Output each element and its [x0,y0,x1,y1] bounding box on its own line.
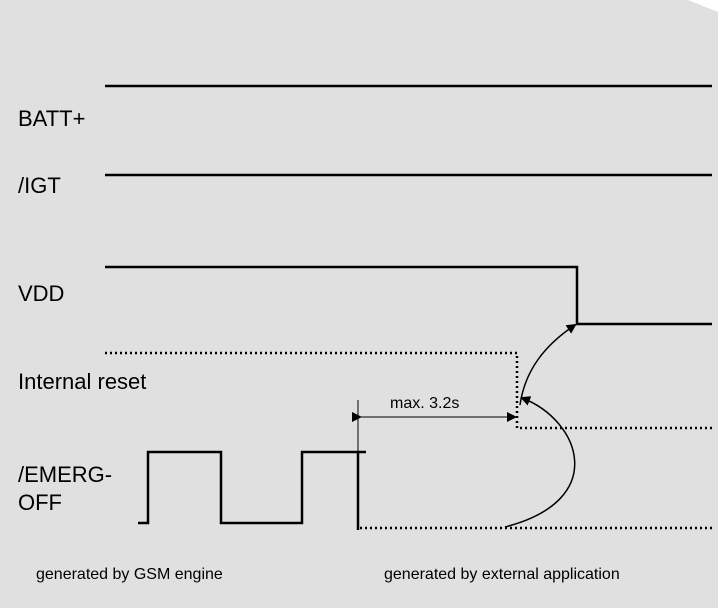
igt-label: /IGT [18,173,61,198]
internal-reset-label: Internal reset [18,369,146,394]
footnote-external-application: generated by external application [384,566,620,583]
vdd-signal-line [105,265,712,326]
reset-to-vdd-arrow [519,323,577,406]
emerg-to-reset-arrow [504,396,576,528]
vdd-label: VDD [18,281,64,306]
emerg-off-label-line2: OFF [18,490,62,515]
footnote-gsm-engine: generated by GSM engine [36,566,223,583]
emerg-off-signal-line [138,450,366,525]
max-time-label: max. 3.2s [390,395,459,412]
batt-label: BATT+ [18,106,85,131]
internal-reset-signal-line [105,351,712,430]
emerg-off-label-line1: /EMERG- [18,462,112,487]
